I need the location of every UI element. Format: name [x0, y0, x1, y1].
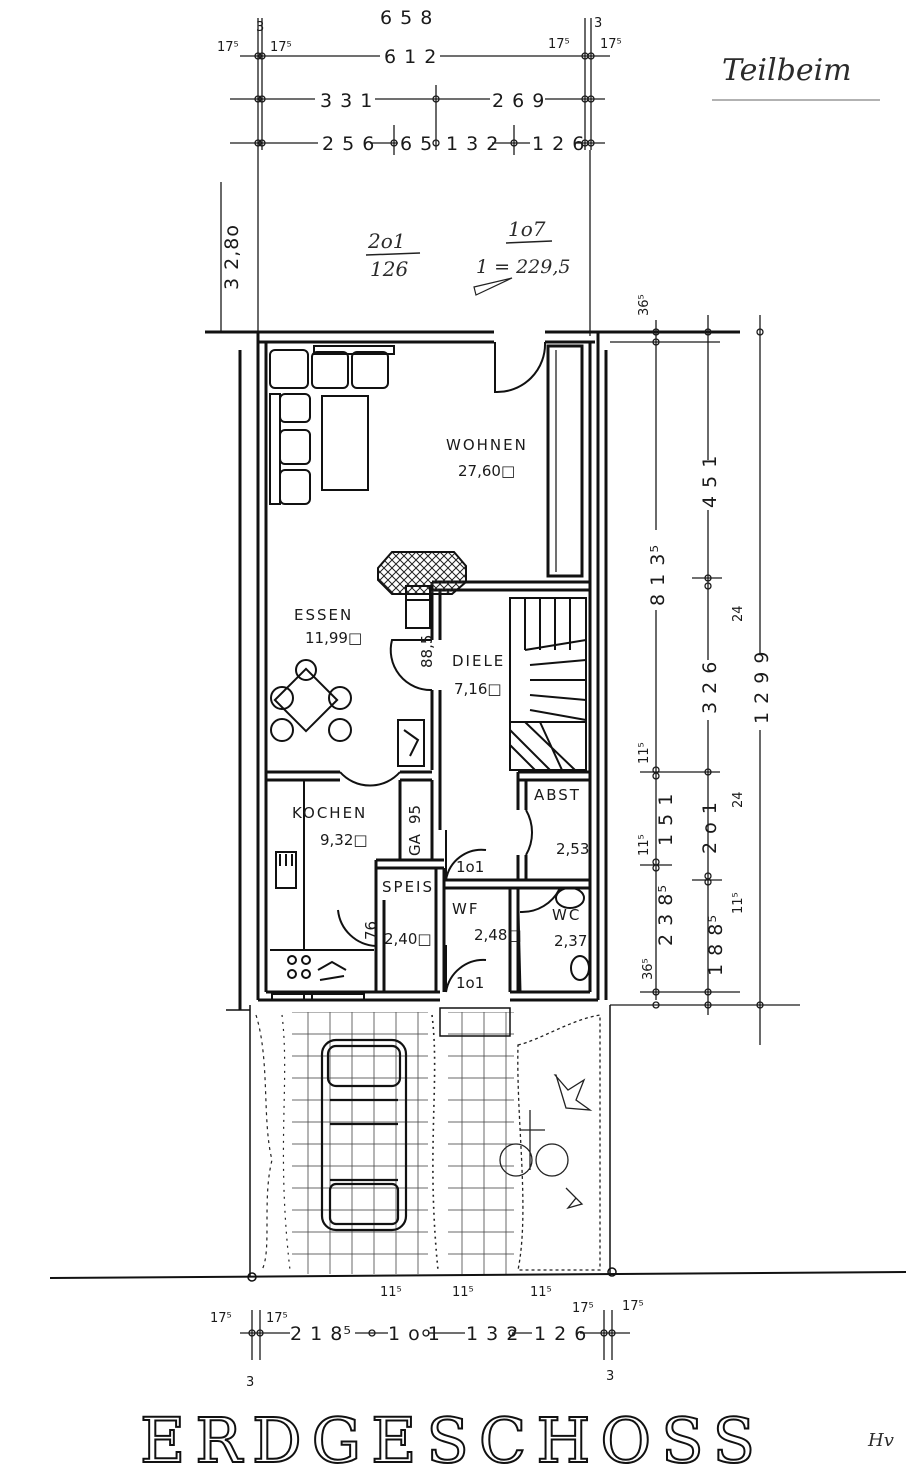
dim-right-151: 1 5 1 [655, 793, 677, 846]
parcel-note-1: 2o1 [367, 229, 406, 253]
door-label-diele: 88,5 [418, 635, 436, 668]
door-label-2: 1o1 [456, 974, 484, 992]
dim-bottom-s3: 11⁵ [530, 1285, 552, 1300]
dim-right-115b: 11⁵ [637, 834, 652, 856]
dim-top-right-a: 17⁵ [548, 37, 570, 52]
dim-bottom-s1: 11⁵ [380, 1285, 402, 1300]
top-dim-dots [254, 52, 595, 147]
street-line [49, 1271, 906, 1279]
dim-bottom-right-a: 17⁵ [572, 1301, 594, 1316]
door-wohnen [494, 341, 547, 394]
dim-top-total: 6 1 2 [384, 46, 437, 68]
furniture [269, 345, 590, 1001]
parcel-note-4: 1 = 229,5 [476, 256, 570, 278]
dim-top-right-b: 3 [594, 16, 602, 31]
door-label-1: 1o1 [456, 858, 484, 876]
doors [337, 639, 562, 993]
dim-right-1885: 1 8 8⁵ [705, 914, 727, 976]
dim-bottom-s2: 11⁵ [452, 1285, 474, 1300]
dim-right-2385: 2 3 8⁵ [655, 884, 677, 946]
handwriting-bottom-right: Hv [867, 1430, 894, 1451]
room-wf-name: WF [452, 900, 479, 918]
dim-right-115c: 11⁵ [731, 892, 746, 914]
dim-bottom-3-left: 3 [246, 1375, 254, 1390]
dim-bottom-2185: 2 1 8⁵ [290, 1323, 352, 1345]
room-speis-area: 2,40□ [384, 930, 432, 948]
room-wc-area: 2,37 [554, 932, 587, 950]
driveway-area [226, 1005, 611, 1276]
dim-right-1299: 1 2 9 9 [751, 651, 773, 724]
dim-bottom-101: 1 o 1 [388, 1323, 441, 1345]
dim-top-left-c: 17⁵ [270, 40, 292, 55]
dim-bottom-132: 1 3 2 [466, 1323, 519, 1345]
dim-top-132: 1 3 2 [446, 133, 499, 155]
dim-top-65: 6 5 [400, 133, 433, 155]
dim-right-8135: 8 1 3⁵ [647, 544, 669, 606]
dim-top-left-b: 3 [256, 20, 264, 35]
room-wf-area: 2,48□ [474, 926, 522, 944]
dim-top-row0: 6 5 8 [380, 7, 433, 29]
room-essen-name: ESSEN [294, 606, 353, 624]
dim-right-365-bottom: 36⁵ [641, 958, 656, 980]
dim-right-24b: 24 [731, 791, 746, 808]
room-wohnen-area: 27,60□ [458, 462, 515, 480]
room-diele-name: DIELE [452, 652, 505, 670]
dim-top-331: 3 3 1 [320, 90, 373, 112]
bottom-dimension-lines [240, 1310, 630, 1360]
room-ga-value: 95 [406, 805, 424, 824]
dim-bottom-left-b: 17⁵ [266, 1311, 288, 1326]
dim-right-24a: 24 [731, 605, 746, 622]
room-abst-area: 2,53 [556, 840, 589, 858]
room-abst-name: ABST [534, 786, 581, 804]
room-speis-name: SPEIS [382, 878, 434, 896]
dim-depth: 3 2,8o [221, 224, 243, 290]
dim-top-left-a: 17⁵ [217, 40, 239, 55]
handwriting-top-right: Teilbeim [722, 53, 852, 88]
dim-right-451: 4 5 1 [699, 455, 721, 508]
room-kochen-name: KOCHEN [292, 804, 367, 822]
dim-bottom-126: 1 2 6 [534, 1323, 587, 1345]
dim-top-269: 2 6 9 [492, 90, 545, 112]
dim-right-365-top: 36⁵ [637, 294, 652, 316]
car-icon [320, 1038, 408, 1232]
room-wc-name: WC [552, 906, 581, 924]
page-title: ERDGESCHOSS [140, 1404, 765, 1474]
parcel-note-3: 1o7 [508, 217, 546, 241]
dim-top-right-c: 17⁵ [600, 37, 622, 52]
parcel-note-2: 126 [370, 257, 408, 281]
dim-right-201: 2 o 1 [699, 801, 721, 854]
house-walls [205, 330, 740, 1010]
dim-bottom-left-a: 17⁵ [210, 1311, 232, 1326]
door-label-speis: 76 [362, 921, 380, 940]
room-kochen-area: 9,32□ [320, 831, 368, 849]
dim-bottom-3-right: 3 [606, 1369, 614, 1384]
dim-right-115a: 11⁵ [637, 742, 652, 764]
dim-bottom-right-b: 17⁵ [622, 1299, 644, 1314]
right-dim-dots [652, 328, 764, 1009]
room-essen-area: 11,99□ [305, 629, 362, 647]
room-ga-name: GA [406, 833, 424, 856]
dim-top-126: 1 2 6 [532, 133, 585, 155]
dim-right-326: 3 2 6 [699, 661, 721, 714]
dim-top-256: 2 5 6 [322, 133, 375, 155]
bottom-dim-dots [248, 1329, 616, 1337]
room-diele-area: 7,16□ [454, 680, 502, 698]
room-wohnen-name: WOHNEN [446, 436, 528, 454]
